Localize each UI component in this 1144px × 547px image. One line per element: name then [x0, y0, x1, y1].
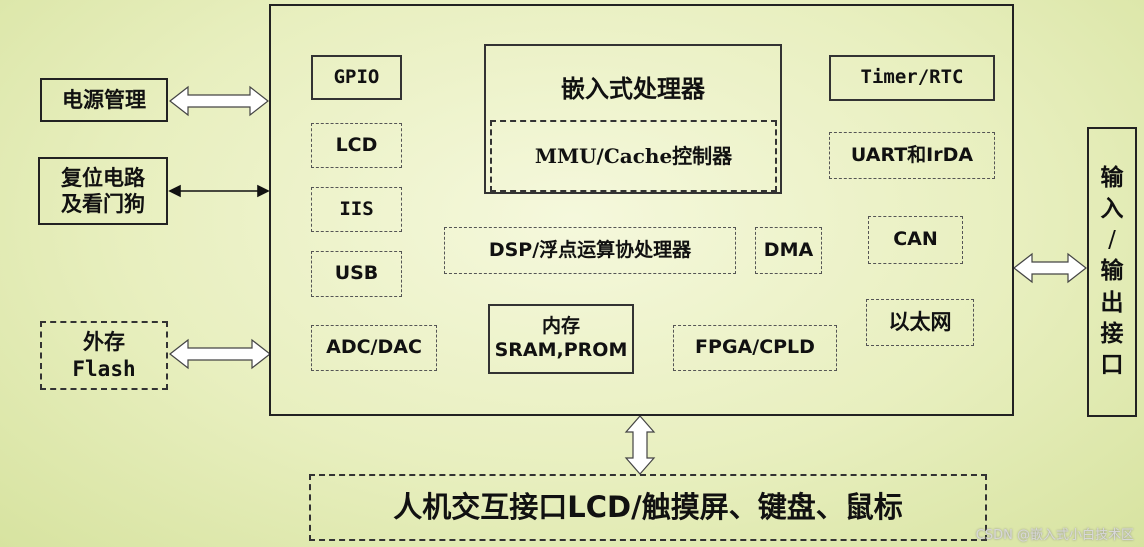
adc-dac-label: ADC/DAC — [326, 336, 422, 359]
mmu-cache-block: MMU/Cache控制器 — [490, 120, 777, 192]
reset-thin-arrow — [168, 184, 270, 198]
io-char-3: / — [1108, 227, 1116, 254]
memory-block: 内存 SRAM,PROM — [488, 304, 634, 374]
io-char-5: 出 — [1100, 289, 1124, 316]
io-char-7: 口 — [1100, 351, 1124, 378]
storage-line1: 外存 — [83, 330, 125, 355]
reset-line2: 及看门狗 — [61, 192, 145, 216]
lcd-label: LCD — [335, 133, 378, 156]
dsp-label: DSP/浮点运算协处理器 — [488, 238, 692, 261]
can-label: CAN — [893, 228, 938, 251]
ethernet-block: 以太网 — [866, 299, 974, 346]
processor-title: 嵌入式处理器 — [561, 75, 705, 103]
uart-irda-block: UART和IrDA — [829, 132, 995, 179]
power-management-block: 电源管理 — [40, 78, 168, 122]
io-char-4: 输 — [1100, 258, 1124, 285]
processor-block: 嵌入式处理器 — [484, 44, 782, 194]
reset-watchdog-block: 复位电路 及看门狗 — [38, 157, 168, 225]
can-block: CAN — [868, 216, 963, 264]
adc-dac-block: ADC/DAC — [311, 325, 437, 371]
io-char-1: 输 — [1100, 165, 1124, 192]
usb-label: USB — [334, 262, 379, 285]
lcd-block: LCD — [311, 123, 402, 168]
io-interface-block: 输 入 / 输 出 接 口 — [1087, 127, 1137, 417]
timer-rtc-label: Timer/RTC — [860, 66, 964, 89]
external-storage-block: 外存 Flash — [40, 321, 168, 390]
memory-line2: SRAM,PROM — [494, 339, 628, 361]
hmi-interface-block: 人机交互接口LCD/触摸屏、键盘、鼠标 — [309, 474, 987, 541]
watermark: CSDN @嵌入式小白技术区 — [975, 528, 1134, 543]
fpga-cpld-label: FPGA/CPLD — [695, 336, 815, 359]
uart-irda-label: UART和IrDA — [850, 143, 974, 166]
fpga-cpld-block: FPGA/CPLD — [673, 325, 837, 371]
gpio-block: GPIO — [311, 55, 402, 100]
gpio-label: GPIO — [333, 65, 380, 88]
io-char-6: 接 — [1100, 320, 1124, 347]
usb-block: USB — [311, 251, 402, 297]
reset-line1: 复位电路 — [61, 165, 145, 190]
iis-block: IIS — [311, 187, 402, 232]
dma-block: DMA — [755, 227, 822, 274]
ethernet-label: 以太网 — [888, 310, 952, 335]
mmu-cache-label: MMU/Cache控制器 — [534, 143, 733, 168]
hmi-interface-label: 人机交互接口LCD/触摸屏、键盘、鼠标 — [393, 490, 903, 525]
main-board — [269, 4, 1014, 416]
memory-line1: 内存 — [541, 315, 580, 338]
io-char-2: 入 — [1100, 196, 1124, 223]
power-management-label: 电源管理 — [62, 87, 146, 112]
io-double-arrow — [1013, 252, 1087, 284]
storage-double-arrow — [169, 338, 271, 370]
power-double-arrow — [169, 85, 269, 117]
storage-line2: Flash — [72, 356, 136, 381]
hmi-vertical-arrow — [624, 415, 656, 475]
timer-rtc-block: Timer/RTC — [829, 55, 995, 101]
dma-label: DMA — [763, 238, 814, 261]
iis-label: IIS — [339, 197, 374, 220]
dsp-block: DSP/浮点运算协处理器 — [444, 227, 736, 274]
